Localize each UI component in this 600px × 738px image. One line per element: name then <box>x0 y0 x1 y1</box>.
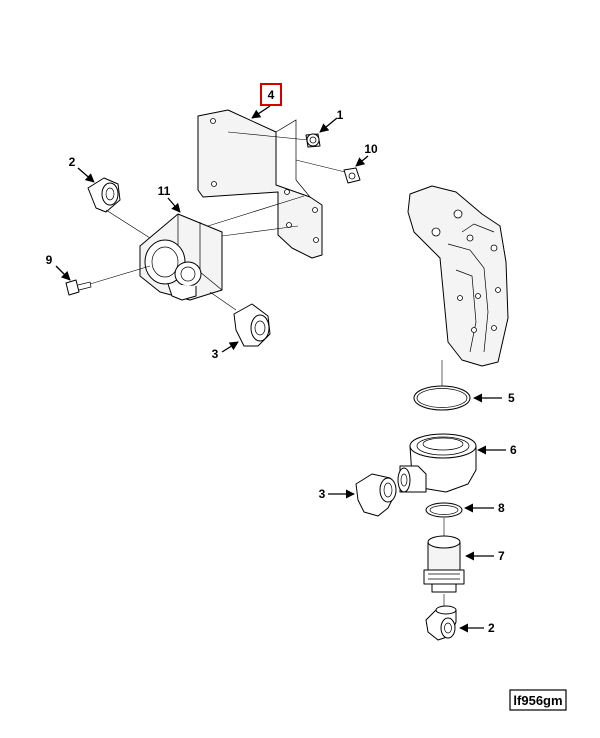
bolt-part-1[interactable] <box>227 131 321 148</box>
callout-7[interactable]: 7 <box>498 549 505 563</box>
callout-6[interactable]: 6 <box>510 443 517 457</box>
nut-part-10[interactable] <box>295 159 361 184</box>
figure-id: lf956gm <box>513 693 562 708</box>
callout-1[interactable]: 1 <box>337 108 344 122</box>
callout-3-left[interactable]: 3 <box>212 347 219 361</box>
seal-ring-part-8[interactable] <box>425 502 463 536</box>
elbow-fitting-part-3-right[interactable] <box>355 473 397 517</box>
adapter-part-7[interactable] <box>423 535 465 608</box>
highlight-box-callout-4 <box>260 83 282 106</box>
mounting-bracket[interactable] <box>197 109 323 259</box>
callout-2-top[interactable]: 2 <box>69 155 76 169</box>
callout-3-right[interactable]: 3 <box>319 487 326 501</box>
callout-2-bottom[interactable]: 2 <box>488 621 495 635</box>
callout-8[interactable]: 8 <box>498 501 505 515</box>
figure-id-box <box>509 689 567 711</box>
elbow-fitting-part-3-left[interactable] <box>209 291 271 347</box>
screw-part-9[interactable] <box>65 265 151 296</box>
callout-11[interactable]: 11 <box>158 184 171 198</box>
callout-4[interactable]: 4 <box>268 88 275 102</box>
callout-10[interactable]: 10 <box>364 142 378 156</box>
leader-lines <box>55 105 506 633</box>
o-ring-part-5[interactable] <box>413 385 471 411</box>
filter-base-part-6[interactable] <box>397 433 477 493</box>
elbow-fitting-part-2-top[interactable] <box>87 177 151 239</box>
callout-9[interactable]: 9 <box>46 253 53 267</box>
callout-5[interactable]: 5 <box>508 391 515 405</box>
elbow-fitting-part-2-bottom[interactable] <box>425 605 457 641</box>
fuel-cooler-manifold[interactable] <box>407 185 509 386</box>
filter-head-part-11[interactable] <box>139 195 305 301</box>
